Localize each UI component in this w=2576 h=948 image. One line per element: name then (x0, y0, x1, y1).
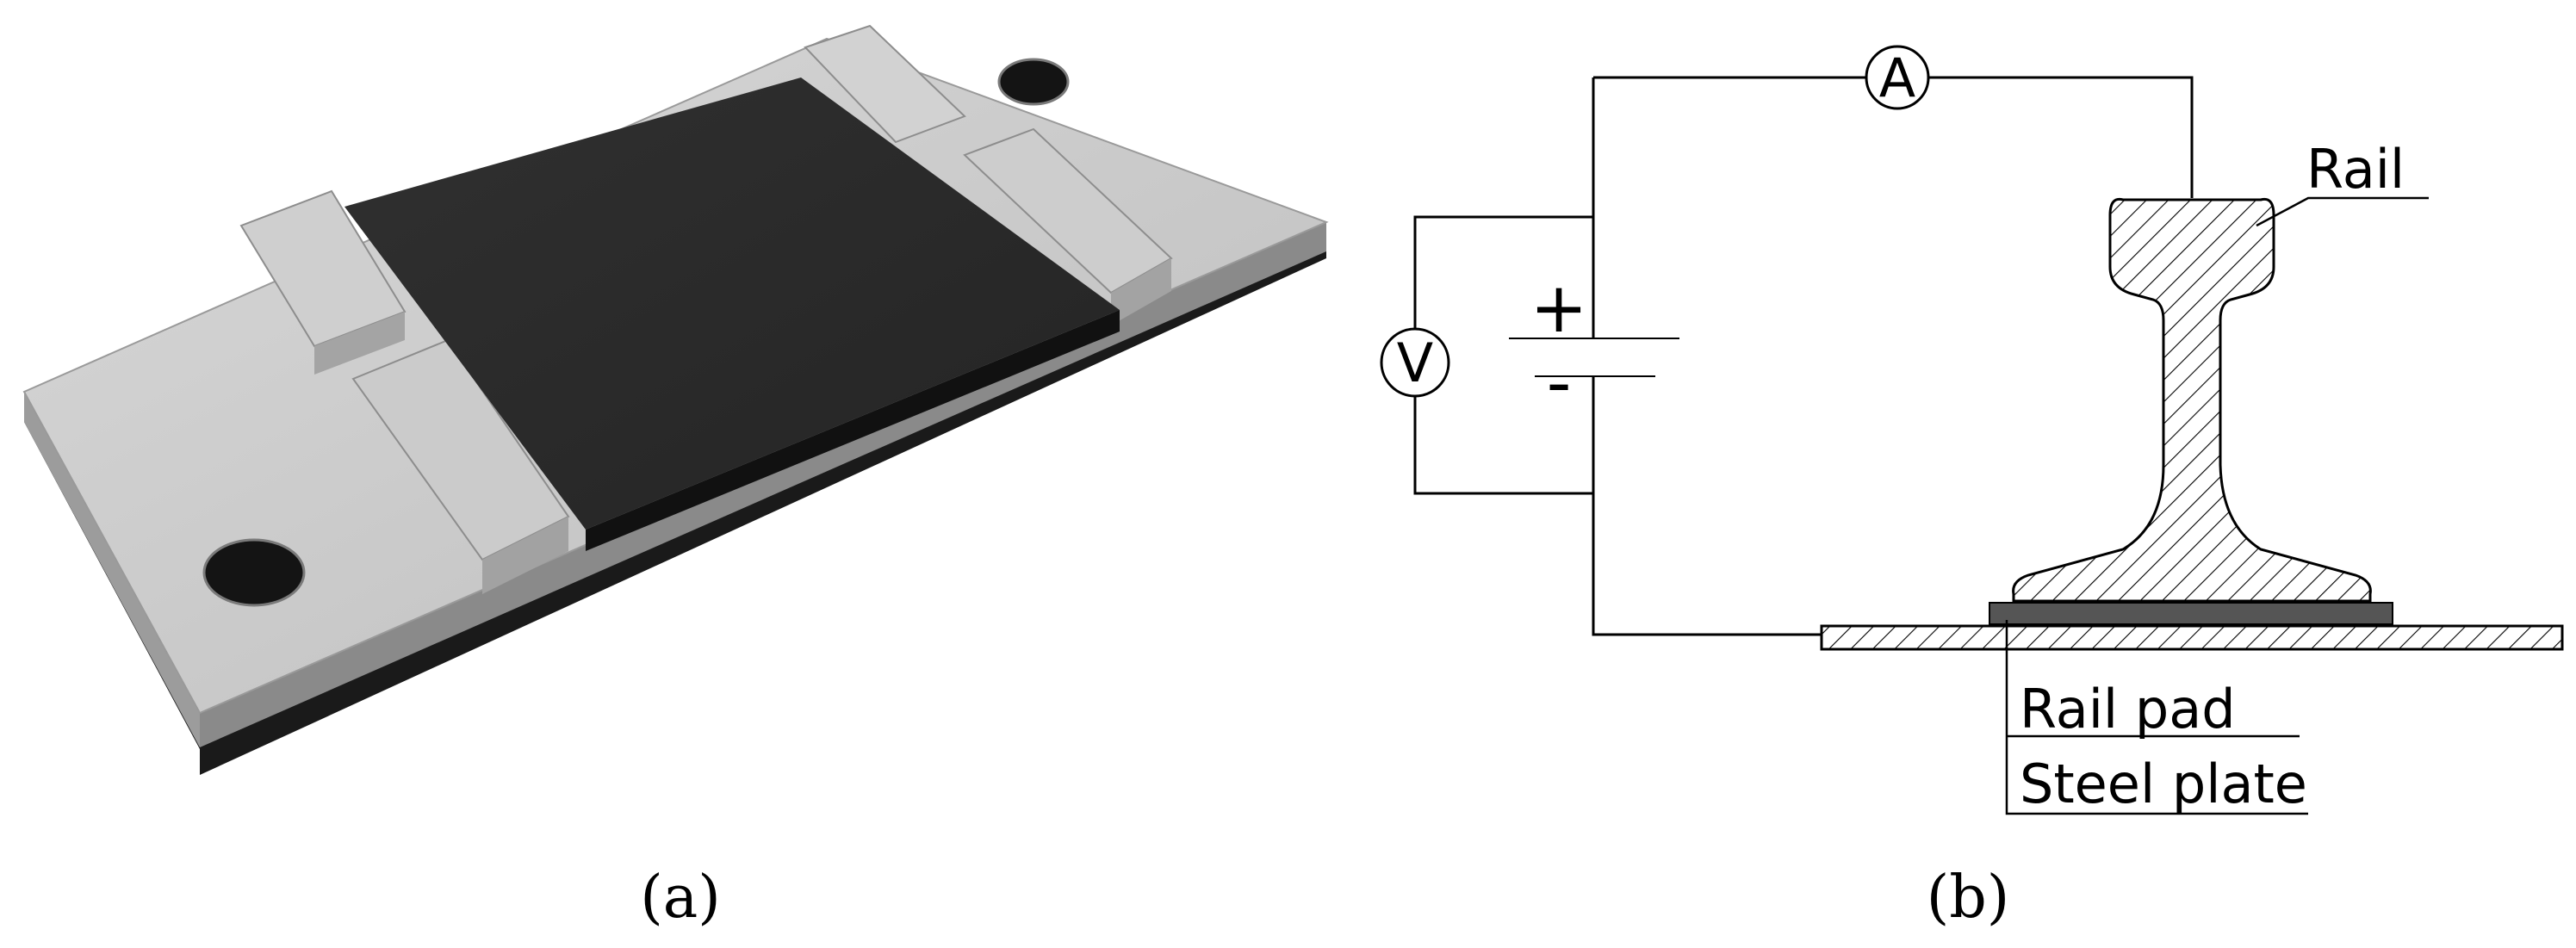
panel-a-baseplate-illustration (22, 24, 1329, 775)
rail-pad-top (345, 77, 1120, 530)
rail-label: Rail (2306, 138, 2405, 201)
wire-top (1593, 76, 2194, 198)
battery-minus-sign: - (1547, 343, 1572, 423)
battery-plus-sign: + (1530, 268, 1587, 348)
steel-plate (1820, 624, 2564, 651)
bolt-hole-right (997, 58, 1070, 106)
rail-pad-front-edge (586, 310, 1120, 551)
pad-label-leader (2005, 620, 2308, 815)
shoulder-right-rear-side (1111, 258, 1171, 325)
baseplate-front-edge (24, 392, 200, 747)
bolt-hole-left (202, 538, 306, 607)
rail-cross-section (2012, 197, 2372, 603)
steel-plate-label: Steel plate (2020, 753, 2307, 815)
rail-pad-label: Rail pad (2020, 678, 2236, 740)
voltmeter-label: V (1397, 331, 1433, 394)
shoulder-right-front (804, 24, 966, 144)
panel-b-circuit-diagram (1413, 76, 2194, 636)
panel-b-caption: (b) (1927, 864, 2010, 932)
ammeter-symbol (1865, 45, 1930, 110)
rail-label-leader (2256, 196, 2429, 227)
wire-left-vertical (1592, 77, 1822, 636)
shoulder-left-front-side (314, 312, 405, 375)
ammeter-label: A (1879, 46, 1915, 109)
wire-voltmeter-branch (1413, 215, 1593, 495)
shoulder-left-rear-side (482, 517, 568, 594)
panel-a-caption: (a) (640, 864, 721, 932)
voltmeter-symbol (1380, 327, 1450, 398)
rail-pad (1989, 602, 2393, 625)
